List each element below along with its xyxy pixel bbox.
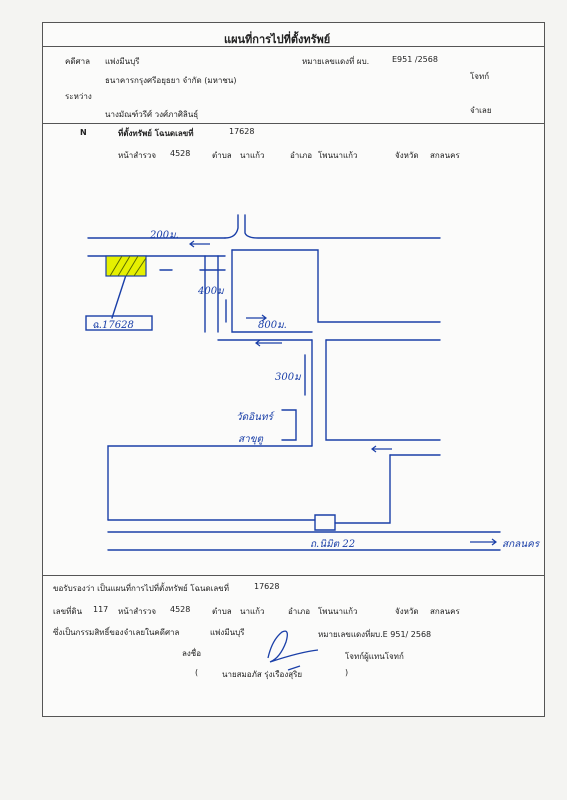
north-marker: N — [80, 128, 87, 137]
signer-role: โจทก์ผู้แทนโจทก์ — [345, 652, 404, 661]
amphoe-value: โพนนาแก้ว — [318, 151, 358, 160]
distance-lower-label: 300ม — [275, 372, 301, 383]
temple-label-2: สาขุตู — [238, 434, 264, 445]
footer-province-label: จังหวัด — [395, 607, 419, 616]
destination-label: สกลนคร — [502, 539, 540, 550]
paren-close: ) — [345, 668, 349, 677]
title-divider — [42, 46, 544, 47]
document-title: แผนที่การไปที่ตั้งทรัพย์ — [224, 33, 331, 46]
province-value: สกลนคร — [430, 151, 460, 160]
block-bottom-left — [107, 445, 313, 521]
distance-left-label: 400ม — [198, 286, 224, 297]
survey-label: หน้าสำรวจ — [118, 151, 157, 160]
document-frame — [42, 22, 545, 717]
certify-text: ขอรับรองว่า เป็นแผนที่การไปที่ตั้งทรัพย์… — [53, 584, 230, 593]
case-number-label: หมายเลขแดงที่ ผบ. — [302, 57, 370, 66]
footer-survey-number: 4528 — [170, 605, 191, 614]
sign-label: ลงชื่อ — [182, 649, 202, 658]
footer-amphoe: โพนนาแก้ว — [318, 607, 358, 616]
amphoe-label: อำเภอ — [290, 151, 313, 160]
road-name-label: ถ.นิมิต 22 — [310, 539, 356, 550]
plaintiff-role: โจทก์ — [470, 72, 490, 81]
distance-mid-label: 800ม. — [258, 320, 287, 331]
header-divider — [42, 123, 544, 124]
plaintiff-name: ธนาคารกรุงศรีอยุธยา จำกัด (มหาชน) — [105, 76, 237, 85]
deed-number: 17628 — [229, 127, 255, 136]
footer-survey-label: หน้าสำรวจ — [118, 607, 157, 616]
court-name: แพ่งมีนบุรี — [105, 57, 140, 66]
case-number: E951 /2568 — [392, 55, 438, 64]
between-label: ระหว่าง — [65, 92, 92, 101]
ownership-text: ซึ่งเป็นกรรมสิทธิ์ของจำเลยในคดีศาล — [53, 628, 180, 637]
footer-province: สกลนคร — [430, 607, 460, 616]
footer-court: แพ่งมีนบุรี — [210, 628, 245, 637]
block-left — [231, 249, 313, 333]
footer-amphoe-label: อำเภอ — [288, 607, 311, 616]
block-bottom-right — [334, 454, 391, 524]
certify-deed-number: 17628 — [254, 582, 280, 591]
temple-label: วัดอินทร์ — [236, 412, 273, 423]
land-number: 117 — [93, 605, 109, 614]
tambon-label: ตำบล — [212, 151, 232, 160]
tambon-value: นาแก้ว — [240, 151, 265, 160]
deed-label: ที่ตั้งทรัพย์ โฉนดเลขที่ — [118, 129, 194, 138]
footer-tambon: นาแก้ว — [240, 607, 265, 616]
province-label: จังหวัด — [395, 151, 419, 160]
footer-divider — [42, 575, 544, 576]
footer-tambon-label: ตำบล — [212, 607, 232, 616]
road-curve-b — [244, 214, 441, 239]
road-vert-b — [325, 339, 441, 441]
distance-top-label: 200ม. — [150, 230, 179, 241]
defendant-role: จำเลย — [470, 106, 492, 115]
parcel-label: ฉ.17628 — [92, 320, 134, 331]
block-right — [231, 249, 441, 323]
footer-case-number: หมายเลขแดงที่ผบ.E 951/ 2568 — [318, 630, 432, 639]
case-label: คดีศาล — [65, 57, 91, 66]
road-curve-a — [224, 214, 239, 239]
signer-name: นายสมอภัส รุ่งเรืองสุริย — [222, 670, 303, 679]
paren-open: ( — [195, 668, 199, 677]
survey-number: 4528 — [170, 149, 191, 158]
land-number-label: เลขที่ดิน — [53, 607, 83, 616]
defendant-name: นางมัณฑ์วรีศ์ วงศ์ภาศิลินธุ์ — [105, 110, 199, 119]
